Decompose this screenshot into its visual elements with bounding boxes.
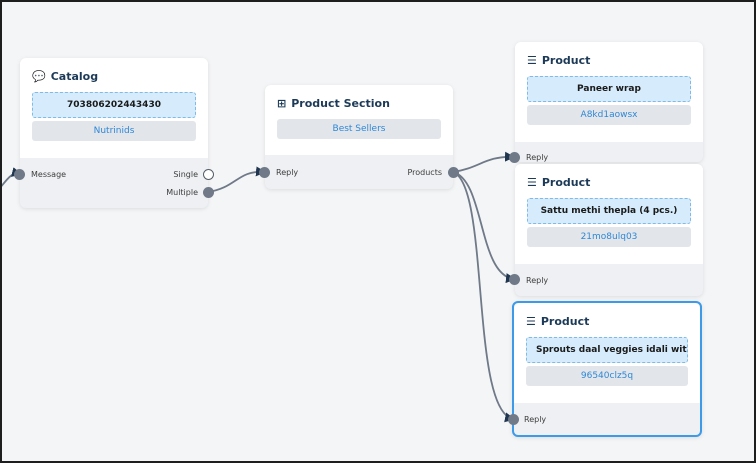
product-1-name-pill[interactable]: Paneer wrap: [527, 76, 691, 102]
section-node-header: ⊞ Product Section Best Sellers: [265, 85, 453, 155]
product-3-sku-pill[interactable]: 96540clz5q: [526, 366, 688, 386]
product-1-port-label: Reply: [526, 153, 549, 162]
catalog-node-title: 💬 Catalog: [32, 70, 196, 83]
catalog-input-port[interactable]: [14, 169, 25, 180]
product-3-title-text: Product: [540, 315, 590, 328]
product-1-name-text: Paneer wrap: [577, 84, 641, 94]
product-1-ports: Reply: [515, 142, 703, 162]
catalog-node[interactable]: 💬 Catalog 703806202443430 Nutrinids Mess…: [20, 58, 208, 208]
product-node-2[interactable]: ☰ Product Sattu methi thepla (4 pcs.) 21…: [515, 164, 703, 296]
product-section-node[interactable]: ⊞ Product Section Best Sellers Reply Pro…: [265, 85, 453, 189]
section-output-port[interactable]: [448, 167, 459, 178]
port-label-single: Single: [173, 170, 198, 179]
catalog-single-port[interactable]: [203, 169, 214, 180]
section-ports: Reply Products: [265, 155, 453, 189]
product-2-name-pill[interactable]: Sattu methi thepla (4 pcs.): [527, 198, 691, 224]
product-2-name-text: Sattu methi thepla (4 pcs.): [540, 206, 678, 216]
wire-catalog-to-section[interactable]: [207, 166, 266, 193]
catalog-id-text: 703806202443430: [67, 100, 161, 110]
product-1-header: ☰ Product Paneer wrap A8kd1aowsx: [515, 42, 703, 142]
wire-section-to-product-1[interactable]: [452, 151, 515, 173]
section-name-text: Best Sellers: [332, 124, 386, 134]
catalog-title-text: Catalog: [50, 70, 99, 83]
section-input-port[interactable]: [259, 167, 270, 178]
list-icon: ☰: [527, 54, 537, 67]
catalog-id-pill[interactable]: 703806202443430: [32, 92, 196, 118]
product-node-3[interactable]: ☰ Product Sprouts daal veggies idali wit…: [512, 301, 702, 437]
product-3-ports: Reply: [514, 403, 700, 437]
product-1-sku-pill[interactable]: A8kd1aowsx: [527, 105, 691, 125]
product-1-title: ☰ Product: [527, 54, 691, 67]
port-label-message: Message: [31, 170, 67, 179]
port-label-products: Products: [407, 168, 442, 177]
product-node-1[interactable]: ☰ Product Paneer wrap A8kd1aowsx Reply: [515, 42, 703, 162]
port-label-multiple: Multiple: [166, 188, 198, 197]
product-1-title-text: Product: [541, 54, 591, 67]
product-1-input-port[interactable]: [509, 152, 520, 163]
section-node-title: ⊞ Product Section: [277, 97, 441, 110]
product-3-name-pill[interactable]: Sprouts daal veggies idali with coc: [526, 337, 688, 363]
product-2-input-port[interactable]: [509, 274, 520, 285]
catalog-multiple-port[interactable]: [203, 187, 214, 198]
catalog-ports: Message Single Multiple: [20, 158, 208, 208]
grid-icon: ⊞: [277, 97, 287, 110]
product-1-sku-text: A8kd1aowsx: [580, 110, 638, 120]
port-label-reply: Reply: [276, 168, 299, 177]
catalog-name-pill[interactable]: Nutrinids: [32, 121, 196, 141]
section-name-pill[interactable]: Best Sellers: [277, 119, 441, 139]
product-3-input-port[interactable]: [508, 414, 519, 425]
product-2-header: ☰ Product Sattu methi thepla (4 pcs.) 21…: [515, 164, 703, 264]
product-2-sku-pill[interactable]: 21mo8ulq03: [527, 227, 691, 247]
product-2-port-label: Reply: [526, 276, 549, 285]
product-2-sku-text: 21mo8ulq03: [580, 232, 638, 242]
product-3-name-text: Sprouts daal veggies idali with coc: [536, 345, 687, 355]
section-title-text: Product Section: [291, 97, 390, 110]
product-2-title-text: Product: [541, 176, 591, 189]
list-icon: ☰: [526, 315, 536, 328]
product-3-port-label: Reply: [524, 415, 547, 424]
list-icon: ☰: [527, 176, 537, 189]
wire-section-to-product-2[interactable]: [452, 171, 516, 284]
product-2-ports: Reply: [515, 264, 703, 296]
catalog-node-header: 💬 Catalog 703806202443430 Nutrinids: [20, 58, 208, 158]
product-3-title: ☰ Product: [526, 315, 688, 328]
product-3-header: ☰ Product Sprouts daal veggies idali wit…: [514, 303, 700, 403]
chat-bubble-icon: 💬: [32, 70, 46, 83]
product-2-title: ☰ Product: [527, 176, 691, 189]
product-3-sku-text: 96540clz5q: [580, 371, 634, 381]
catalog-name-text: Nutrinids: [93, 126, 135, 136]
wire-section-to-product-3[interactable]: [452, 171, 515, 423]
